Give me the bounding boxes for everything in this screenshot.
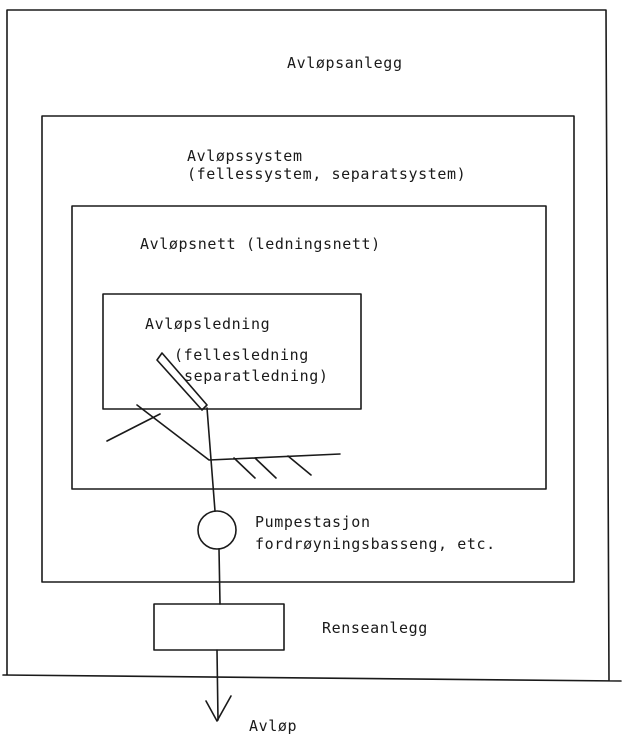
label-pump2: fordrøyningsbasseng, etc. [255, 535, 496, 553]
label-rense: Renseanlegg [322, 619, 428, 637]
label-ledning-sub1: (fellesledning [174, 346, 309, 364]
label-utlop: Avløp [249, 717, 298, 735]
system-box [41, 115, 575, 583]
pump-circle [197, 510, 237, 550]
nett-box [71, 205, 547, 490]
label-ledning: Avløpsledning [145, 315, 271, 333]
outlet-arrow [205, 695, 232, 722]
label-anlegg: Avløpsanlegg [287, 54, 403, 72]
label-system-sub: (fellessystem, separatsystem) [187, 165, 467, 183]
label-system-title: Avløpssystem [187, 147, 303, 165]
outlet-pipe [216, 649, 219, 721]
pipe-to-rense [218, 548, 221, 605]
ledning-box [102, 293, 362, 410]
pointer-arrow [156, 352, 208, 411]
label-pump1: Pumpestasjon [255, 513, 371, 531]
label-ledning-sub2: separatledning) [184, 367, 329, 385]
rense-box [153, 603, 285, 651]
label-nett: Avløpsnett (ledningsnett) [140, 235, 381, 253]
branch-network [106, 404, 341, 479]
anlegg-frame [2, 9, 622, 682]
